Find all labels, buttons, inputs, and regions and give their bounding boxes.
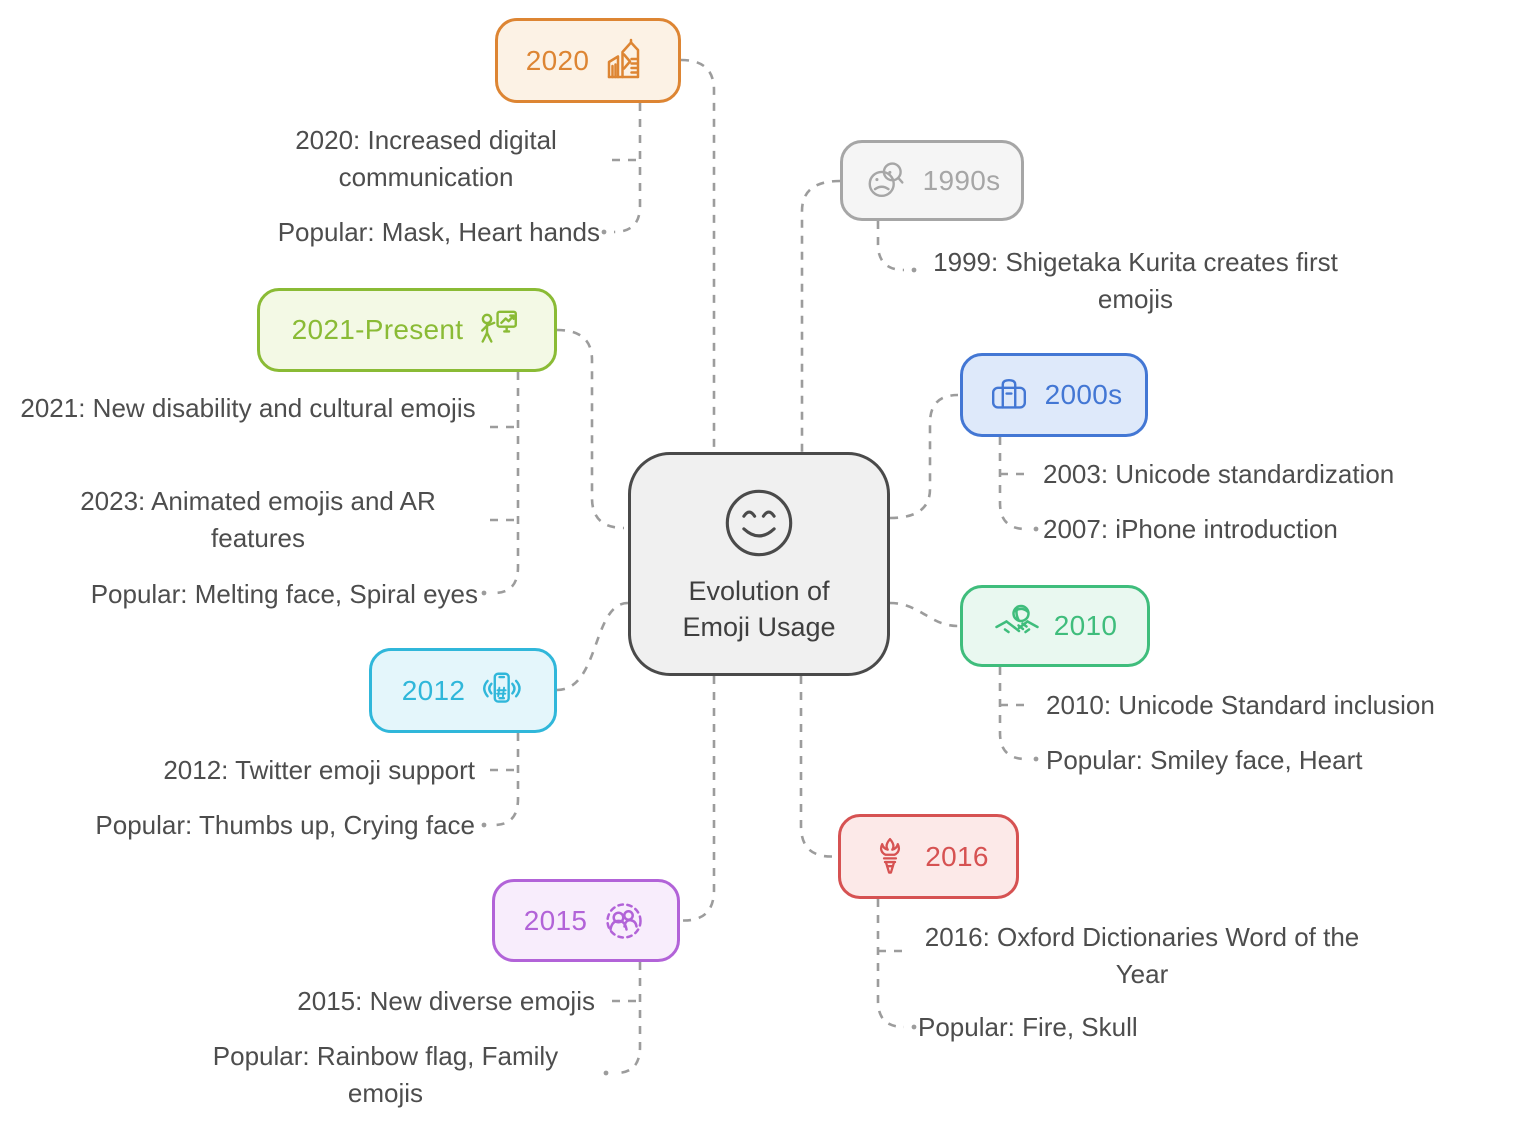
leaf-2000s-1: 2007: iPhone introduction <box>1043 514 1338 544</box>
leaf-2000s-0: 2003: Unicode standardization <box>1043 459 1395 489</box>
torch-icon <box>868 835 912 879</box>
node-1990s-label: 1990s <box>922 164 1001 196</box>
edge-2016-center <box>799 676 838 858</box>
leaf-2021-1: 2023: Animated emojis and AR features <box>80 486 436 553</box>
phone-hashtag-icon <box>478 668 524 714</box>
leaf-1990s-0: 1999: Shigetaka Kurita creates first emo… <box>933 247 1338 314</box>
edge-end-dot <box>601 229 607 235</box>
center-title: Evolution of Emoji Usage <box>682 575 836 642</box>
edge-2012-children <box>493 733 520 827</box>
edge-1990s-center <box>800 179 841 452</box>
edge-2012-center <box>556 601 629 692</box>
presenter-chart-icon <box>476 307 522 353</box>
leaf-2016-1: Popular: Fire, Skull <box>918 1012 1138 1042</box>
center-node: Evolution of Emoji Usage <box>628 452 890 676</box>
leaf-2015-0: 2015: New diverse emojis <box>297 986 595 1016</box>
node-1990s: 1990s <box>840 140 1024 221</box>
node-2015: 2015 <box>492 879 680 962</box>
leaf-2015-1: Popular: Rainbow flag, Family emojis <box>212 1041 559 1108</box>
node-2000s-label: 2000s <box>1044 379 1123 410</box>
edge-2010-children <box>998 667 1027 761</box>
node-2016-label: 2016 <box>925 840 989 872</box>
node-2016: 2016 <box>838 814 1019 899</box>
leaf-2020-0: 2020: Increased digital communication <box>295 125 557 192</box>
edge-end-dot <box>603 1070 609 1076</box>
node-2015-label: 2015 <box>523 904 588 936</box>
node-2012: 2012 <box>369 648 557 733</box>
edge-end-dot <box>911 267 917 273</box>
edge-end-dot <box>481 590 487 596</box>
node-2021-label: 2021-Present <box>291 314 464 345</box>
node-2021-present: 2021-Present <box>257 288 557 372</box>
node-2010-label: 2010 <box>1053 610 1118 641</box>
edge-2015-children <box>615 962 642 1075</box>
node-2012-label: 2012 <box>401 674 466 706</box>
edge-2016-children <box>876 899 905 1029</box>
edge-end-dot <box>481 822 487 828</box>
leaf-2012-1: Popular: Thumbs up, Crying face <box>95 810 475 840</box>
edge-end-dot <box>911 1024 917 1030</box>
edge-2020-children <box>613 103 642 234</box>
edge-2015-center <box>680 676 716 922</box>
edge-2021-center <box>556 328 625 530</box>
node-2000s: 2000s <box>960 353 1148 437</box>
leaf-2010-1: Popular: Smiley face, Heart <box>1046 745 1363 775</box>
edge-2010-center <box>889 601 959 628</box>
edge-2000s-children <box>998 437 1027 531</box>
leaf-2016-0: 2016: Oxford Dictionaries Word of the Ye… <box>924 922 1360 989</box>
city-buildings-icon <box>602 37 650 85</box>
edge-2020-center <box>680 58 716 452</box>
edge-1990s-children <box>876 221 905 272</box>
leaf-2010-0: 2010: Unicode Standard inclusion <box>1046 690 1435 720</box>
confused-face-magnifier-icon <box>864 158 910 204</box>
node-2010: 2010 <box>960 585 1150 667</box>
node-2020: 2020 <box>495 18 681 103</box>
leaf-2020-1: Popular: Mask, Heart hands <box>277 217 600 247</box>
handshake-globe-icon <box>993 602 1041 650</box>
node-2020-label: 2020 <box>525 44 590 76</box>
leaf-2021-0: 2021: New disability and cultural emojis <box>20 393 476 423</box>
edge-end-dot <box>1033 526 1039 532</box>
leaf-2021-2: Popular: Melting face, Spiral eyes <box>90 579 478 609</box>
edge-2000s-center <box>889 393 959 520</box>
smiley-face-icon <box>720 484 798 567</box>
people-group-icon <box>600 897 648 945</box>
edge-2021-children <box>493 372 520 595</box>
edge-end-dot <box>1033 756 1039 762</box>
leaf-2012-0: 2012: Twitter emoji support <box>163 755 475 785</box>
travel-bag-icon <box>986 372 1032 418</box>
